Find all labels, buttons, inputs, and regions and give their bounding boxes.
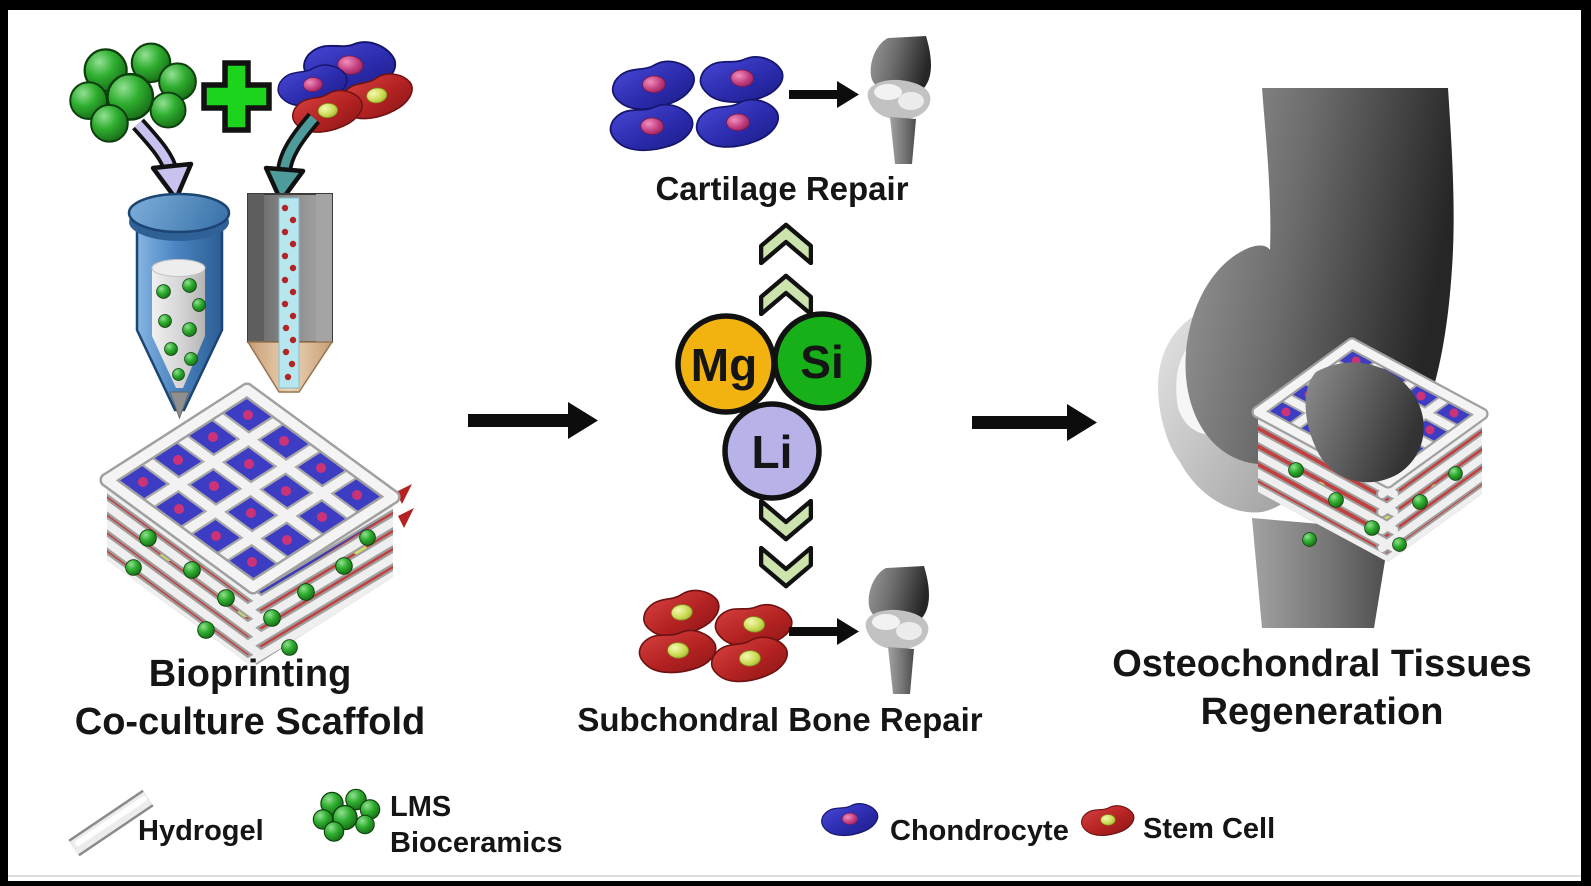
- femur-condyle-front: [1305, 362, 1424, 483]
- chondrocyte-sheets: [608, 53, 785, 153]
- si-symbol: Si: [800, 336, 843, 388]
- knee-cartilage: [867, 36, 931, 164]
- si-circle: [772, 311, 872, 411]
- cartilage-arrow: [789, 81, 859, 108]
- print-nozzle: [246, 193, 334, 393]
- chevrons-up: [761, 225, 811, 314]
- hydrogel-label: Hydrogel: [138, 815, 264, 847]
- li-circle: [722, 401, 822, 501]
- osteochondral-knee: [1158, 88, 1454, 628]
- stem-cell-label: Stem Cell: [1143, 813, 1275, 845]
- ion-si: [772, 311, 872, 411]
- legend: Hydrogel LMS Bioceramics Chondrocyte Ste…: [68, 789, 1275, 859]
- right-caption: Osteochondral Tissues Regeneration: [1112, 643, 1532, 733]
- cells-arrow: [263, 112, 321, 204]
- ion-li: [722, 401, 822, 501]
- lms-label-line1: LMS: [390, 791, 451, 823]
- plus-icon: [201, 60, 272, 133]
- bone-label: Subchondral Bone Repair: [577, 701, 982, 738]
- mg-symbol: Mg: [691, 339, 757, 391]
- centrifuge-tube: [127, 192, 231, 420]
- lms-bioceramics-icon: [313, 789, 379, 841]
- stem-cell-icon: [1080, 805, 1135, 837]
- bioceramic-cluster: [70, 44, 196, 142]
- bone-arrow: [789, 618, 859, 645]
- lms-arrow: [132, 118, 194, 202]
- left-caption: Bioprinting Co-culture Scaffold: [75, 653, 425, 743]
- stemcell-sheets: [637, 587, 794, 684]
- chevrons-down: [761, 501, 811, 586]
- cell-mix-group: [275, 34, 417, 136]
- knee-bone: [865, 566, 929, 694]
- chondrocyte-icon: [820, 803, 879, 837]
- right-caption-line1: Osteochondral Tissues: [1112, 643, 1532, 685]
- left-caption-line1: Bioprinting: [149, 653, 352, 695]
- lms-label-line2: Bioceramics: [390, 827, 563, 859]
- left-caption-line2: Co-culture Scaffold: [75, 701, 425, 743]
- hydrogel-icon: [68, 789, 154, 857]
- flow-arrow-left: [468, 402, 598, 439]
- li-symbol: Li: [752, 426, 793, 478]
- cartilage-label: Cartilage Repair: [655, 170, 908, 207]
- flow-arrow-right: [972, 404, 1097, 441]
- right-caption-line2: Regeneration: [1201, 691, 1444, 733]
- chondrocyte-label: Chondrocyte: [890, 815, 1069, 847]
